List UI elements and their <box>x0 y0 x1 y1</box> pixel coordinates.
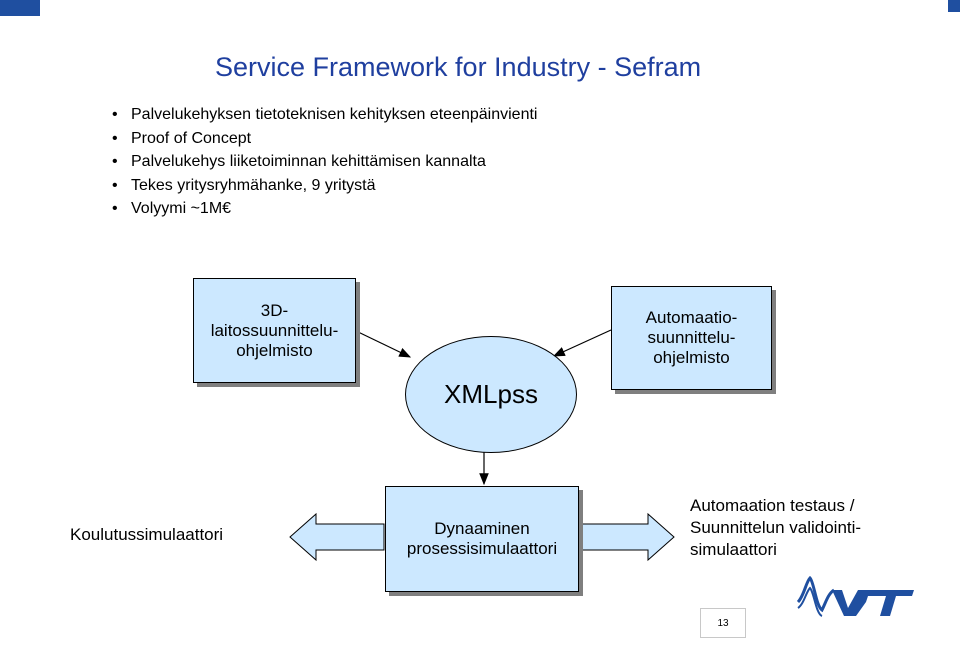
arrow-automation-to-xmlpss <box>552 329 612 357</box>
training-simulator-label: Koulutussimulaattori <box>70 525 224 544</box>
bullet-item: Volyymi ~1M€ <box>112 197 537 221</box>
vtt-logo <box>796 576 914 617</box>
box-3d-label: 3D- laitossuunnittelu- ohjelmisto <box>210 300 339 360</box>
box-3d-plant-design-software: 3D- laitossuunnittelu- ohjelmisto <box>193 278 356 383</box>
bullet-list: Palvelukehyksen tietoteknisen kehityksen… <box>112 103 537 221</box>
corner-decoration <box>0 0 40 16</box>
arrow-3d-to-xmlpss <box>353 329 412 358</box>
bullet-item: Palvelukehyksen tietoteknisen kehityksen… <box>112 103 537 127</box>
box-automation-design-software: Automaatio- suunnittelu- ohjelmisto <box>611 286 772 390</box>
left-block-arrow <box>289 512 385 562</box>
xmlpss-ellipse: XMLpss <box>405 336 577 453</box>
box-dynamic-label: Dynaaminen prosessisimulaattori <box>406 519 558 558</box>
automation-testing-label: Automaation testaus / Suunnittelun valid… <box>690 496 862 559</box>
page-number: 13 <box>700 608 746 638</box>
bullet-item: Proof of Concept <box>112 127 537 151</box>
box-dynamic-process-simulator: Dynaaminen prosessisimulaattori <box>385 486 579 592</box>
bullet-item: Palvelukehys liiketoiminnan kehittämisen… <box>112 150 537 174</box>
slide-title: Service Framework for Industry - Sefram <box>215 52 702 82</box>
right-block-arrow <box>577 512 675 562</box>
corner-decoration <box>948 0 960 12</box>
xmlpss-label: XMLpss <box>444 379 538 409</box>
box-automation-label: Automaatio- suunnittelu- ohjelmisto <box>645 308 738 367</box>
bullet-item: Tekes yritysryhmähanke, 9 yritystä <box>112 174 537 198</box>
